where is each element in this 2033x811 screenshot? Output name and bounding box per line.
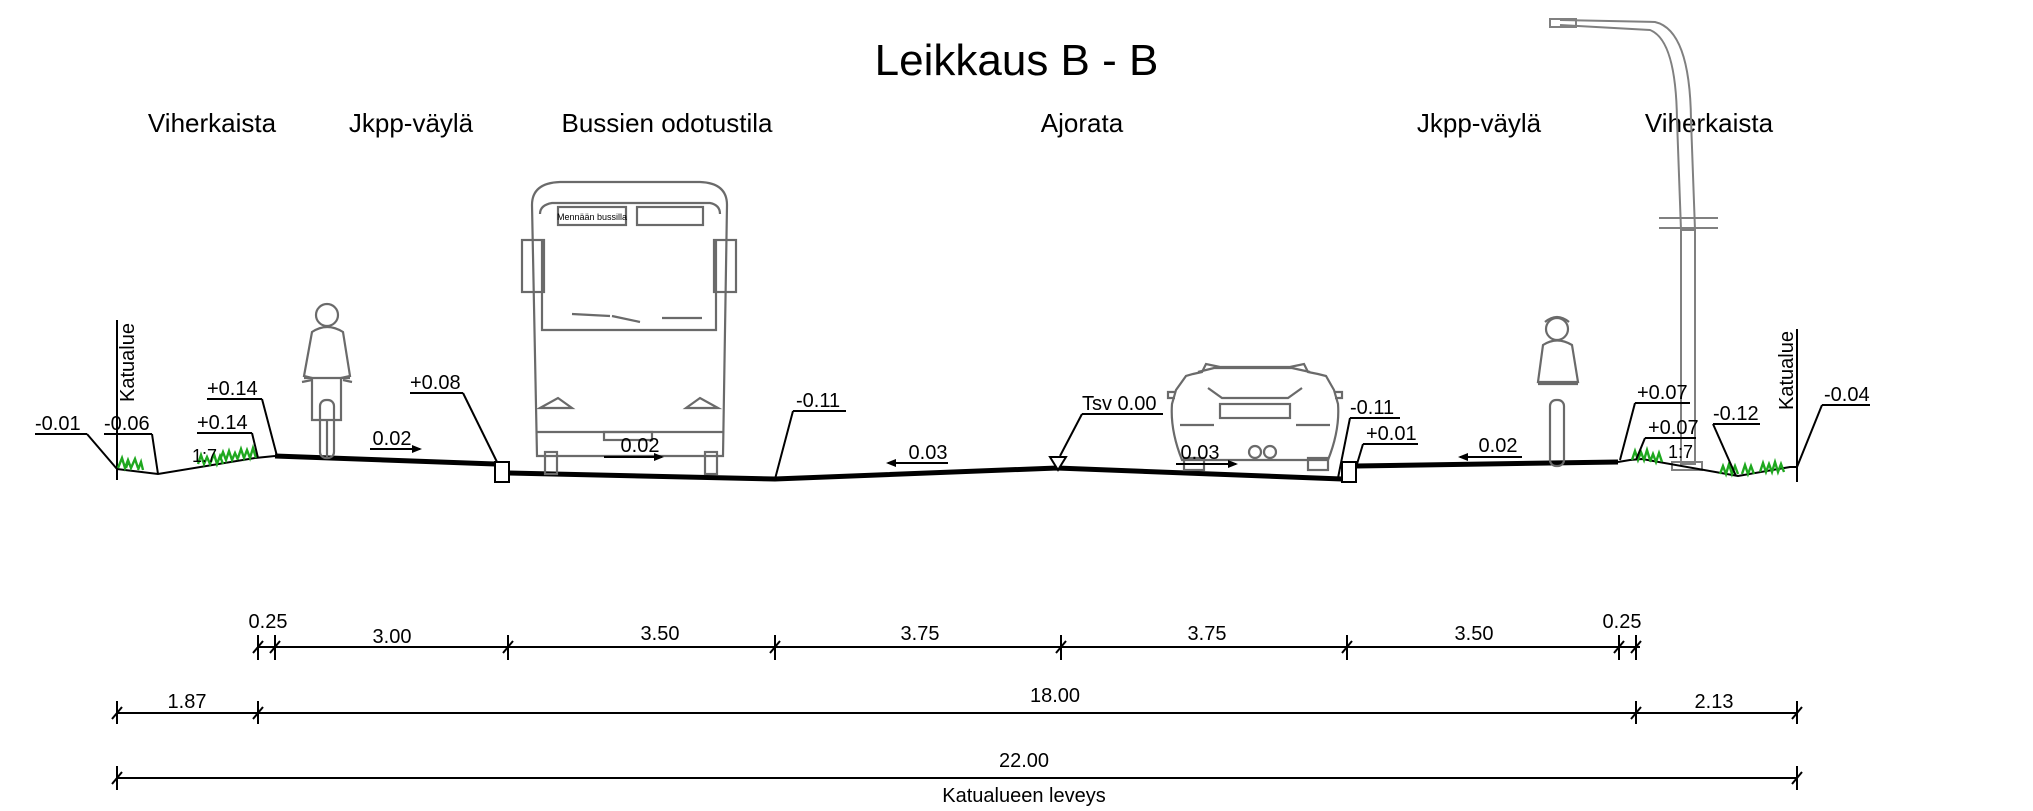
dimension-row-3: 22.00 Katualueen leveys (111, 750, 1803, 807)
level-crown: Tsv 0.00 (1082, 393, 1156, 415)
level-bus-curb: +0.08 (410, 372, 461, 394)
boundary-label-left: Katualue (117, 323, 139, 402)
zone-label-bus-stop: Bussien odotustila (561, 108, 773, 138)
boundary-label-right: Katualue (1776, 331, 1798, 410)
zone-label-viherkaista-right: Viherkaista (1644, 108, 1774, 138)
zone-label-jkpp-left: Jkpp-väylä (348, 108, 474, 138)
level-left-path-upper: +0.14 (207, 378, 258, 400)
dim-row1-3: 3.75 (901, 623, 940, 645)
drawing-title: Leikkaus B - B (874, 36, 1159, 85)
dim-row2-0: 1.87 (168, 691, 207, 713)
dim-row3-total: 22.00 (999, 750, 1049, 772)
cyclist-left (301, 302, 353, 460)
level-right-gutter: -0.11 (1350, 397, 1394, 419)
dim-row1-5: 3.50 (1455, 623, 1494, 645)
slope-right-green: 1:7 (1668, 442, 1693, 462)
dim-row2-2: 2.13 (1695, 691, 1734, 713)
slope-left-path: 0.02 (373, 428, 412, 450)
dim-row1-2: 3.50 (641, 623, 680, 645)
bus-destination-sign: Mennään bussilla (557, 212, 627, 222)
ground-profile (116, 320, 1798, 483)
dim-row1-6: 0.25 (1603, 611, 1642, 633)
dim-caption: Katualueen leveys (942, 785, 1105, 807)
slope-left-green: 1:7 (192, 446, 217, 466)
zone-label-viherkaista-left: Viherkaista (147, 108, 277, 138)
slope-bus-lane: 0.02 (621, 435, 660, 457)
slope-right-path: 0.02 (1479, 435, 1518, 457)
level-left-edge: -0.01 (35, 413, 81, 435)
level-right-curb: +0.01 (1366, 423, 1417, 445)
level-right-edge: -0.04 (1824, 384, 1870, 406)
level-markers: -0.01 -0.06 +0.14 +0.14 +0.08 -0.11 Tsv … (35, 372, 1870, 480)
grass-left (116, 443, 258, 472)
dim-row2-1: 18.00 (1030, 685, 1080, 707)
level-right-path-lower: +0.07 (1648, 417, 1699, 439)
level-right-ditch: -0.12 (1713, 403, 1759, 425)
level-right-path-upper: +0.07 (1637, 382, 1688, 404)
dim-row1-0: 0.25 (249, 611, 288, 633)
curb-left (494, 461, 510, 483)
zone-label-carriageway: Ajorata (1040, 108, 1124, 138)
curb-right (1341, 461, 1357, 483)
level-left-path-lower: +0.14 (197, 412, 248, 434)
bus: Mennään bussilla (520, 180, 738, 476)
grass-right (1630, 445, 1786, 478)
zone-label-jkpp-right: Jkpp-väylä (1416, 108, 1542, 138)
dimension-row-1: 0.25 3.00 3.50 3.75 3.75 3.50 0.25 (249, 611, 1642, 660)
dimension-row-2: 1.87 18.00 2.13 (111, 685, 1803, 724)
street-lamp (1549, 18, 1718, 471)
slope-lane-right: 0.03 (1181, 442, 1220, 464)
dim-row1-4: 3.75 (1188, 623, 1227, 645)
level-left-ditch: -0.06 (104, 413, 150, 435)
car (1166, 362, 1344, 472)
slope-markers: 1:7 0.02 0.02 0.03 0.03 0.02 1:7 (192, 428, 1693, 468)
level-bus-gutter: -0.11 (796, 390, 840, 412)
dim-row1-1: 3.00 (373, 626, 412, 648)
cyclist-right (1536, 315, 1580, 468)
slope-lane-left: 0.03 (909, 442, 948, 464)
